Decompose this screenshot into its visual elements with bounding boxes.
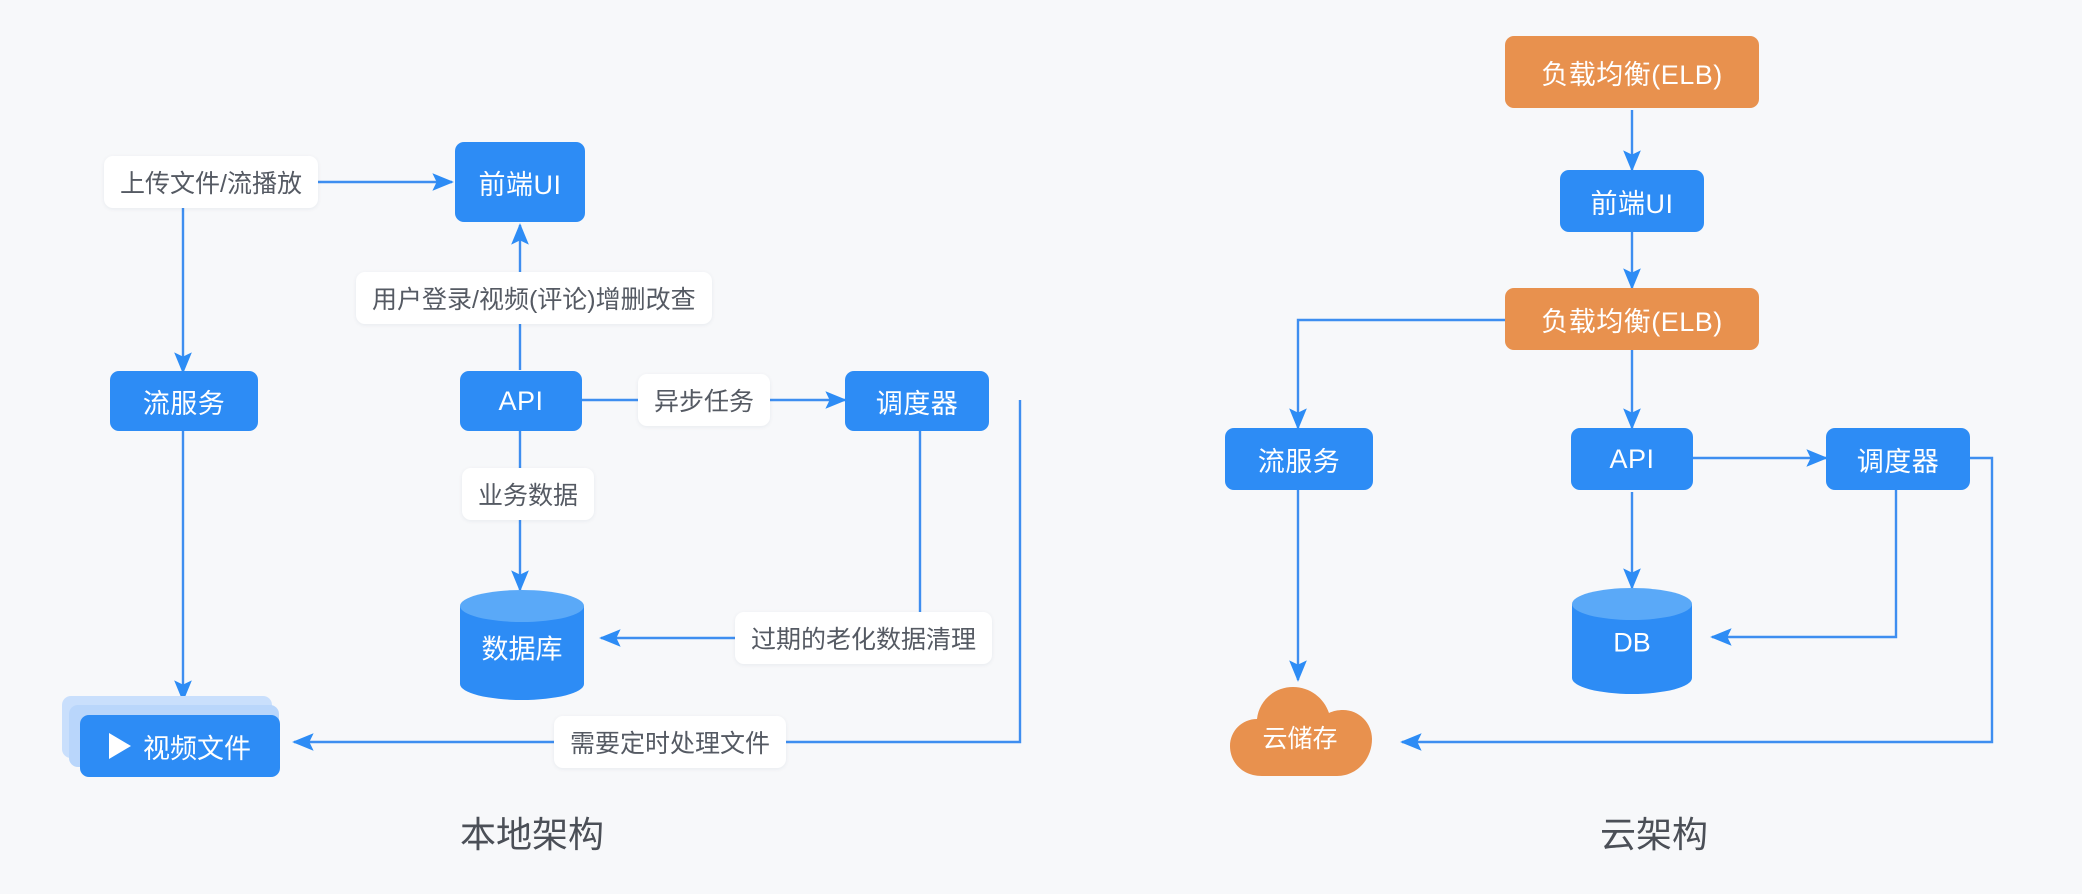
node-cloud-storage[interactable]: 云储存 bbox=[1226, 676, 1374, 782]
node-database-local-text: 数据库 bbox=[481, 634, 563, 665]
caption-local-architecture: 本地架构 bbox=[460, 806, 604, 858]
edge-label-login-crud-text: 用户登录/视频(评论)增删改查 bbox=[372, 286, 696, 314]
node-db-cloud[interactable]: DB bbox=[1572, 588, 1692, 694]
edge-label-async-task-text: 异步任务 bbox=[654, 388, 755, 416]
edge-label-upload-stream: 上传文件/流播放 bbox=[104, 156, 318, 208]
edge-label-scheduled-file-text: 需要定时处理文件 bbox=[570, 730, 771, 758]
edge-label-business-data-text: 业务数据 bbox=[478, 482, 579, 510]
caption-cloud-architecture-text: 云架构 bbox=[1600, 814, 1709, 855]
node-frontend-ui-local[interactable]: 前端UI bbox=[455, 142, 585, 222]
node-stream-service-local[interactable]: 流服务 bbox=[110, 371, 258, 431]
node-stream-service-local-text: 流服务 bbox=[142, 388, 226, 419]
node-frontend-ui-local-text: 前端UI bbox=[478, 169, 562, 200]
caption-local-architecture-text: 本地架构 bbox=[460, 814, 605, 855]
cloud-shape-icon bbox=[1230, 687, 1372, 776]
node-frontend-ui-cloud-text: 前端UI bbox=[1590, 188, 1674, 219]
node-video-file-local-text: 视频文件 bbox=[143, 733, 251, 764]
node-elb-mid-cloud-text: 负载均衡(ELB) bbox=[1541, 306, 1723, 337]
edge-label-login-crud: 用户登录/视频(评论)增删改查 bbox=[356, 272, 712, 324]
cylinder-top bbox=[460, 590, 584, 622]
node-video-file-local[interactable]: 视频文件 bbox=[62, 696, 294, 786]
edge-label-aging-cleanup-text: 过期的老化数据清理 bbox=[751, 626, 977, 654]
edge-label-business-data: 业务数据 bbox=[462, 468, 595, 520]
node-database-local[interactable]: 数据库 bbox=[460, 590, 584, 700]
cylinder-top bbox=[1572, 588, 1692, 620]
node-api-local[interactable]: API bbox=[460, 371, 582, 431]
node-elb-top-cloud-text: 负载均衡(ELB) bbox=[1541, 59, 1723, 90]
node-scheduler-local[interactable]: 调度器 bbox=[845, 371, 989, 431]
node-frontend-ui-cloud[interactable]: 前端UI bbox=[1560, 170, 1704, 232]
node-scheduler-cloud-text: 调度器 bbox=[1856, 446, 1940, 477]
node-stream-service-cloud[interactable]: 流服务 bbox=[1225, 428, 1373, 490]
caption-cloud-architecture: 云架构 bbox=[1600, 806, 1708, 858]
edge-label-async-task: 异步任务 bbox=[638, 374, 771, 426]
edge-label-aging-cleanup: 过期的老化数据清理 bbox=[735, 612, 993, 664]
node-api-cloud[interactable]: API bbox=[1571, 428, 1693, 490]
edge-label-scheduled-file: 需要定时处理文件 bbox=[554, 716, 787, 768]
node-elb-mid-cloud[interactable]: 负载均衡(ELB) bbox=[1505, 288, 1759, 350]
node-scheduler-cloud[interactable]: 调度器 bbox=[1826, 428, 1970, 490]
play-icon bbox=[109, 733, 131, 759]
edge-label-upload-stream-text: 上传文件/流播放 bbox=[120, 170, 302, 198]
node-stream-service-cloud-text: 流服务 bbox=[1257, 446, 1341, 477]
node-elb-top-cloud[interactable]: 负载均衡(ELB) bbox=[1505, 36, 1759, 108]
node-api-local-text: API bbox=[498, 385, 544, 416]
node-cloud-storage-text: 云储存 bbox=[1262, 725, 1338, 754]
node-api-cloud-text: API bbox=[1609, 443, 1655, 474]
node-scheduler-local-text: 调度器 bbox=[875, 388, 959, 419]
video-file-front: 视频文件 bbox=[80, 715, 280, 777]
node-db-cloud-text: DB bbox=[1613, 627, 1651, 658]
